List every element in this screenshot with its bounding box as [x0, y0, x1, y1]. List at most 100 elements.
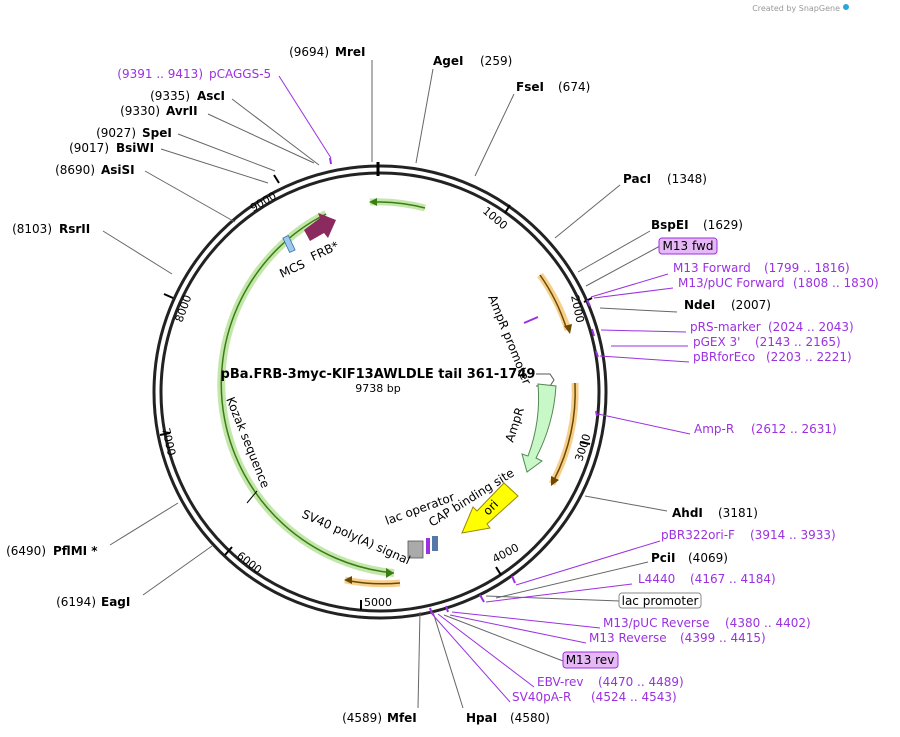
- primer-name[interactable]: pGEX 3': [693, 335, 740, 349]
- site-pos: (9335): [150, 89, 190, 103]
- site-name[interactable]: NdeI: [684, 298, 715, 312]
- cap-site-block[interactable]: [432, 536, 438, 551]
- m13-rev-box[interactable]: M13 rev: [562, 651, 619, 669]
- site-pos: (1348): [667, 172, 707, 186]
- site-pos: (674): [558, 80, 590, 94]
- right-orange-arc2: [553, 382, 576, 481]
- tick-1000: 1000: [480, 204, 511, 232]
- primer-range: (1799 .. 1816): [764, 261, 850, 275]
- lac-promoter-box[interactable]: lac promoter: [618, 592, 702, 609]
- kozak-marker: [246, 490, 258, 504]
- primer-range: (2203 .. 2221): [766, 350, 852, 364]
- svg-text:M13 rev: M13 rev: [566, 653, 615, 667]
- svg-text:7000: 7000: [159, 427, 178, 457]
- site-name[interactable]: AscI: [197, 89, 225, 103]
- box-leaders: [443, 245, 661, 662]
- site-name[interactable]: AgeI: [433, 54, 463, 68]
- site-pos: (9027): [96, 126, 136, 140]
- green-feature-arc: [220, 213, 395, 574]
- site-pos: (4069): [688, 551, 728, 565]
- site-pos: (4589): [342, 711, 382, 725]
- site-name[interactable]: BspEI: [651, 218, 689, 232]
- lac-operator-block[interactable]: [426, 538, 430, 554]
- site-pos: (9330): [120, 104, 160, 118]
- primer-name[interactable]: Amp-R: [694, 422, 734, 436]
- site-pos: (2007): [731, 298, 771, 312]
- site-pos: (8103): [12, 222, 52, 236]
- primer-name[interactable]: EBV-rev: [537, 675, 583, 689]
- primer-name[interactable]: SV40pA-R: [512, 690, 571, 704]
- backbone-inner: [159, 171, 601, 613]
- mcs-feature[interactable]: [282, 234, 296, 254]
- site-name[interactable]: HpaI: [466, 711, 497, 725]
- primer-name[interactable]: M13/pUC Reverse: [603, 616, 710, 630]
- site-name[interactable]: SpeI: [142, 126, 172, 140]
- primer-range: (2612 .. 2631): [751, 422, 837, 436]
- ori-feature[interactable]: [461, 482, 519, 534]
- plasmid-size: 9738 bp: [355, 382, 400, 395]
- site-name[interactable]: AsiSI: [101, 163, 135, 177]
- primer-name[interactable]: pBR322ori-F: [661, 528, 735, 542]
- site-name[interactable]: RsrII: [59, 222, 90, 236]
- primer-name[interactable]: pCAGGS-5: [209, 67, 271, 81]
- site-name[interactable]: MreI: [335, 45, 365, 59]
- svg-text:2000: 2000: [568, 294, 587, 324]
- site-name[interactable]: AhdI: [672, 506, 703, 520]
- primer-name[interactable]: M13/pUC Forward: [678, 276, 785, 290]
- site-pos: (9017): [69, 141, 109, 155]
- site-name[interactable]: BsiWI: [116, 141, 154, 155]
- right-orange-arc1: [539, 274, 567, 328]
- right-orange-arc2-halo: [548, 382, 579, 486]
- svg-text:1000: 1000: [480, 204, 510, 232]
- site-pos: (1629): [703, 218, 743, 232]
- site-labels: (9694) MreI AgeI (259) FseI (674) PacI (…: [6, 45, 771, 725]
- tick-9000: 9000: [248, 174, 280, 215]
- primer-range: (2024 .. 2043): [768, 320, 854, 334]
- credit-text: Created by SnapGene: [752, 4, 840, 13]
- m13-fwd-box[interactable]: M13 fwd: [658, 237, 718, 255]
- primer-name[interactable]: L4440: [638, 572, 675, 586]
- primer-name[interactable]: M13 Forward: [673, 261, 751, 275]
- svg-text:lac promoter: lac promoter: [622, 594, 699, 608]
- lac-promoter-block[interactable]: [407, 540, 424, 559]
- primer-range: (3914 .. 3933): [750, 528, 836, 542]
- site-name[interactable]: FseI: [516, 80, 544, 94]
- ampr-label: AmpR: [503, 405, 527, 443]
- primer-name[interactable]: M13 Reverse: [589, 631, 667, 645]
- site-name[interactable]: PacI: [623, 172, 651, 186]
- ampr-feature[interactable]: [521, 383, 557, 473]
- site-pos: (3181): [718, 506, 758, 520]
- right-orange-arc2-arrowhead: [551, 476, 559, 486]
- green-feature-arrowhead: [386, 568, 394, 578]
- right-orange-arc1-arrowhead: [564, 324, 572, 334]
- primer-name[interactable]: pRS-marker: [690, 320, 761, 334]
- site-pos: (4580): [510, 711, 550, 725]
- primer-range: (9391 .. 9413): [117, 67, 203, 81]
- bottom-orange-arrowhead: [344, 576, 352, 584]
- site-name[interactable]: MfeI: [387, 711, 417, 725]
- tick-5000: 5000: [360, 596, 392, 610]
- svg-text:9000: 9000: [248, 189, 279, 214]
- primer-ticks: [329, 157, 599, 615]
- site-leaders: [102, 60, 678, 709]
- primer-range: (4399 .. 4415): [680, 631, 766, 645]
- primer-range: (1808 .. 1830): [793, 276, 879, 290]
- svg-text:5000: 5000: [364, 596, 392, 609]
- site-name[interactable]: PciI: [651, 551, 676, 565]
- primer-name[interactable]: pBRforEco: [693, 350, 755, 364]
- tick-7000: 7000: [159, 427, 178, 457]
- site-pos: (259): [480, 54, 512, 68]
- svg-text:6000: 6000: [234, 549, 264, 576]
- primer-range: (2143 .. 2165): [755, 335, 841, 349]
- site-pos: (8690): [55, 163, 95, 177]
- site-name[interactable]: EagI: [101, 595, 130, 609]
- site-name[interactable]: PflMI *: [53, 544, 98, 558]
- top-green-arrowhead: [369, 198, 377, 206]
- site-name[interactable]: AvrII: [166, 104, 198, 118]
- primer-range: (4470 .. 4489): [598, 675, 684, 689]
- svg-text:M13 fwd: M13 fwd: [663, 239, 714, 253]
- frb-feature[interactable]: [304, 213, 336, 241]
- primer-range: (4524 .. 4543): [591, 690, 677, 704]
- backbone-outer: [152, 164, 608, 620]
